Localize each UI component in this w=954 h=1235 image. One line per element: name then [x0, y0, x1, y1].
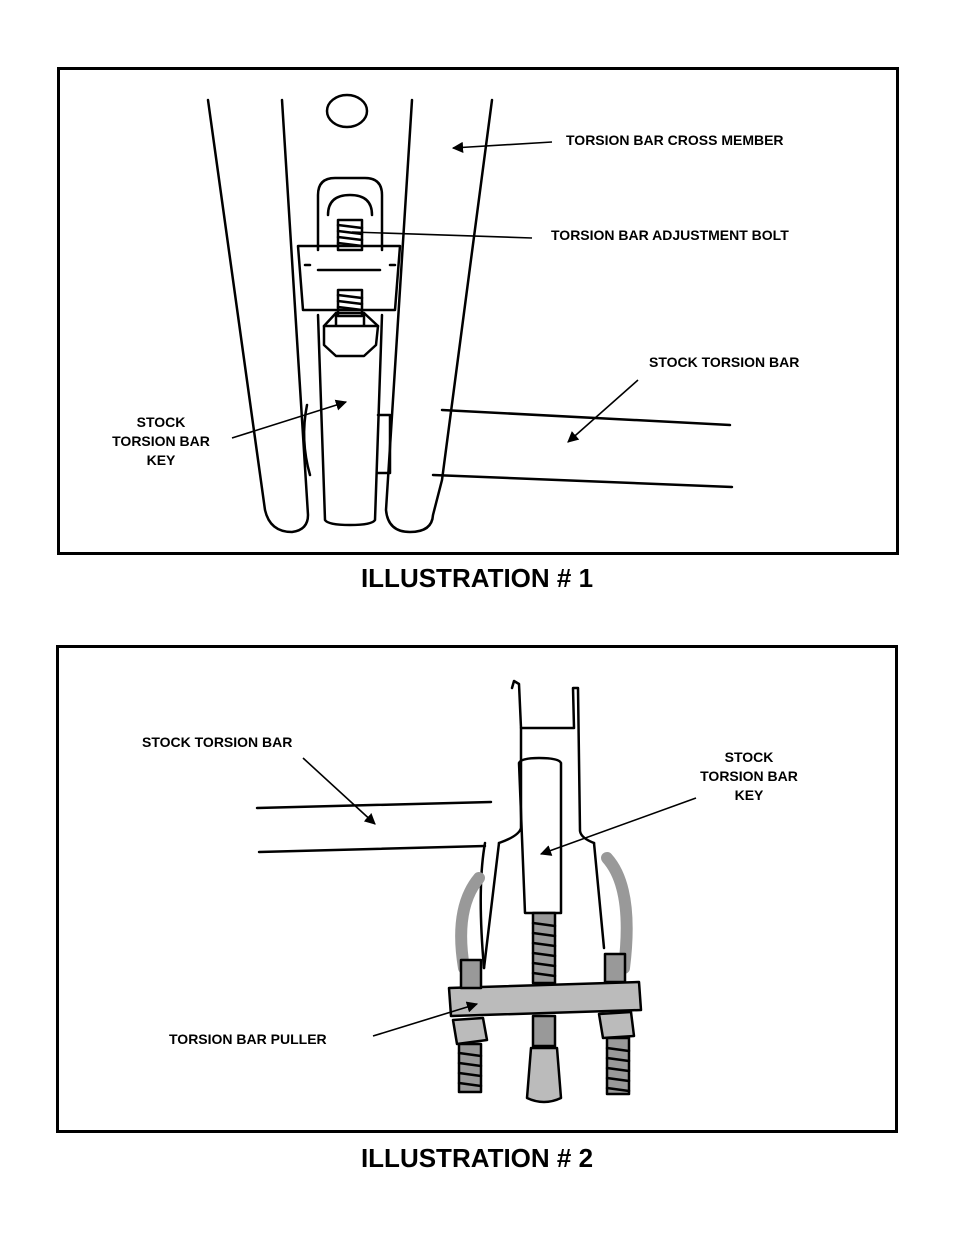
torsion-bar-leader-2	[302, 757, 376, 825]
adjustment-bolt-leader	[351, 231, 533, 239]
key-label-line-3: KEY	[146, 452, 176, 468]
puller-leader	[372, 1001, 479, 1037]
key-leader-2	[539, 797, 697, 856]
illustration-1-leaders	[231, 141, 639, 443]
key2-label-line-2: TORSION BAR	[700, 768, 798, 784]
key-label-line-1: STOCK	[136, 414, 186, 430]
label-stock-torsion-bar: STOCK TORSION BAR	[649, 354, 800, 370]
label-torsion-bar-puller: TORSION BAR PULLER	[169, 1031, 327, 1047]
key-leader	[231, 399, 348, 439]
key2-label-line-3: KEY	[734, 787, 764, 803]
label-stock-torsion-bar-key-2: STOCK TORSION BAR KEY	[684, 748, 814, 805]
illustration-1-frame: TORSION BAR CROSS MEMBER TORSION BAR ADJ…	[57, 67, 899, 555]
label-adjustment-bolt: TORSION BAR ADJUSTMENT BOLT	[551, 227, 789, 243]
illustration-2-frame: STOCK TORSION BAR STOCK TORSION BAR KEY …	[56, 645, 898, 1133]
cross-member-leader	[451, 141, 553, 153]
label-stock-torsion-bar-key: STOCK TORSION BAR KEY	[96, 413, 226, 470]
illustration-1-caption: ILLUSTRATION # 1	[360, 563, 594, 593]
key2-label-line-1: STOCK	[724, 749, 774, 765]
illustration-2-leaders	[302, 757, 697, 1037]
torsion-bar-leader	[567, 379, 639, 443]
illustration-2-drawing	[255, 679, 643, 1104]
label-cross-member: TORSION BAR CROSS MEMBER	[566, 132, 784, 148]
illustration-1-drawing	[206, 93, 734, 534]
label-stock-torsion-bar-2: STOCK TORSION BAR	[142, 734, 293, 750]
key-label-line-2: TORSION BAR	[112, 433, 210, 449]
illustration-2-caption: ILLUSTRATION # 2	[360, 1143, 594, 1173]
